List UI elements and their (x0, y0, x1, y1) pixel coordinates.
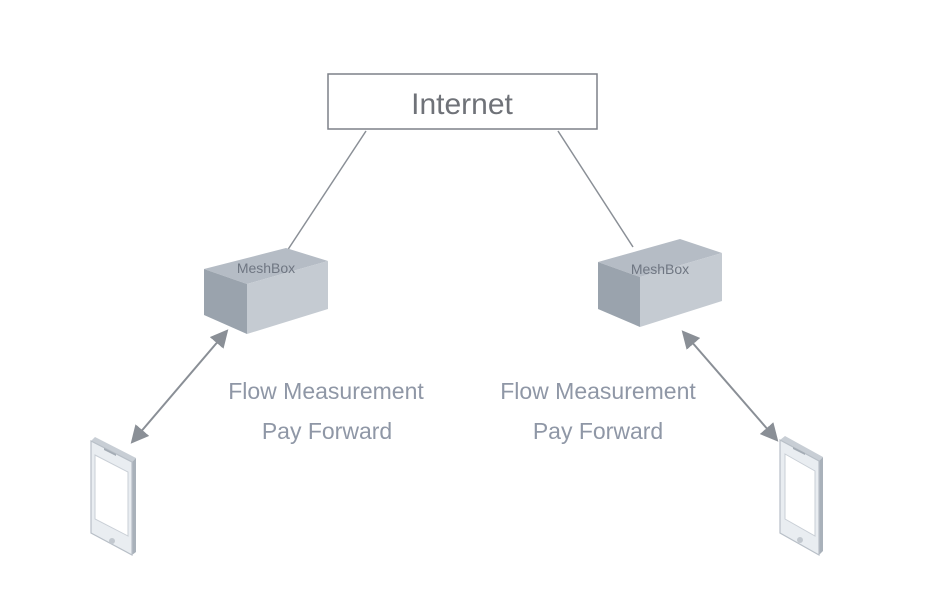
double-arrow-icon-left (130, 329, 229, 444)
caption-right-line-1: Flow Measurement (500, 378, 696, 404)
meshbox-left: MeshBox (204, 248, 328, 334)
double-arrow-icon-right (681, 330, 779, 442)
meshbox-right-top-face (598, 239, 722, 277)
uplink-line-right (557, 130, 634, 248)
meshbox-left-label: MeshBox (237, 260, 295, 276)
smartphone-icon-left (90, 437, 136, 557)
meshbox-right: MeshBox (598, 239, 722, 327)
caption-left-line-2: Pay Forward (262, 418, 392, 444)
internet-node: Internet (327, 73, 598, 130)
caption-left-line-1: Flow Measurement (228, 378, 424, 404)
caption-right-line-2: Pay Forward (533, 418, 663, 444)
meshbox-right-front-face (598, 262, 640, 327)
uplink-line-left (286, 130, 367, 252)
internet-label: Internet (411, 88, 513, 121)
meshbox-left-side-face (247, 261, 328, 334)
meshbox-right-label: MeshBox (631, 261, 689, 277)
smartphone-icon-right (779, 436, 823, 557)
meshbox-left-top-face (204, 248, 328, 284)
meshbox-left-front-face (204, 269, 247, 334)
meshbox-right-side-face (640, 253, 722, 327)
